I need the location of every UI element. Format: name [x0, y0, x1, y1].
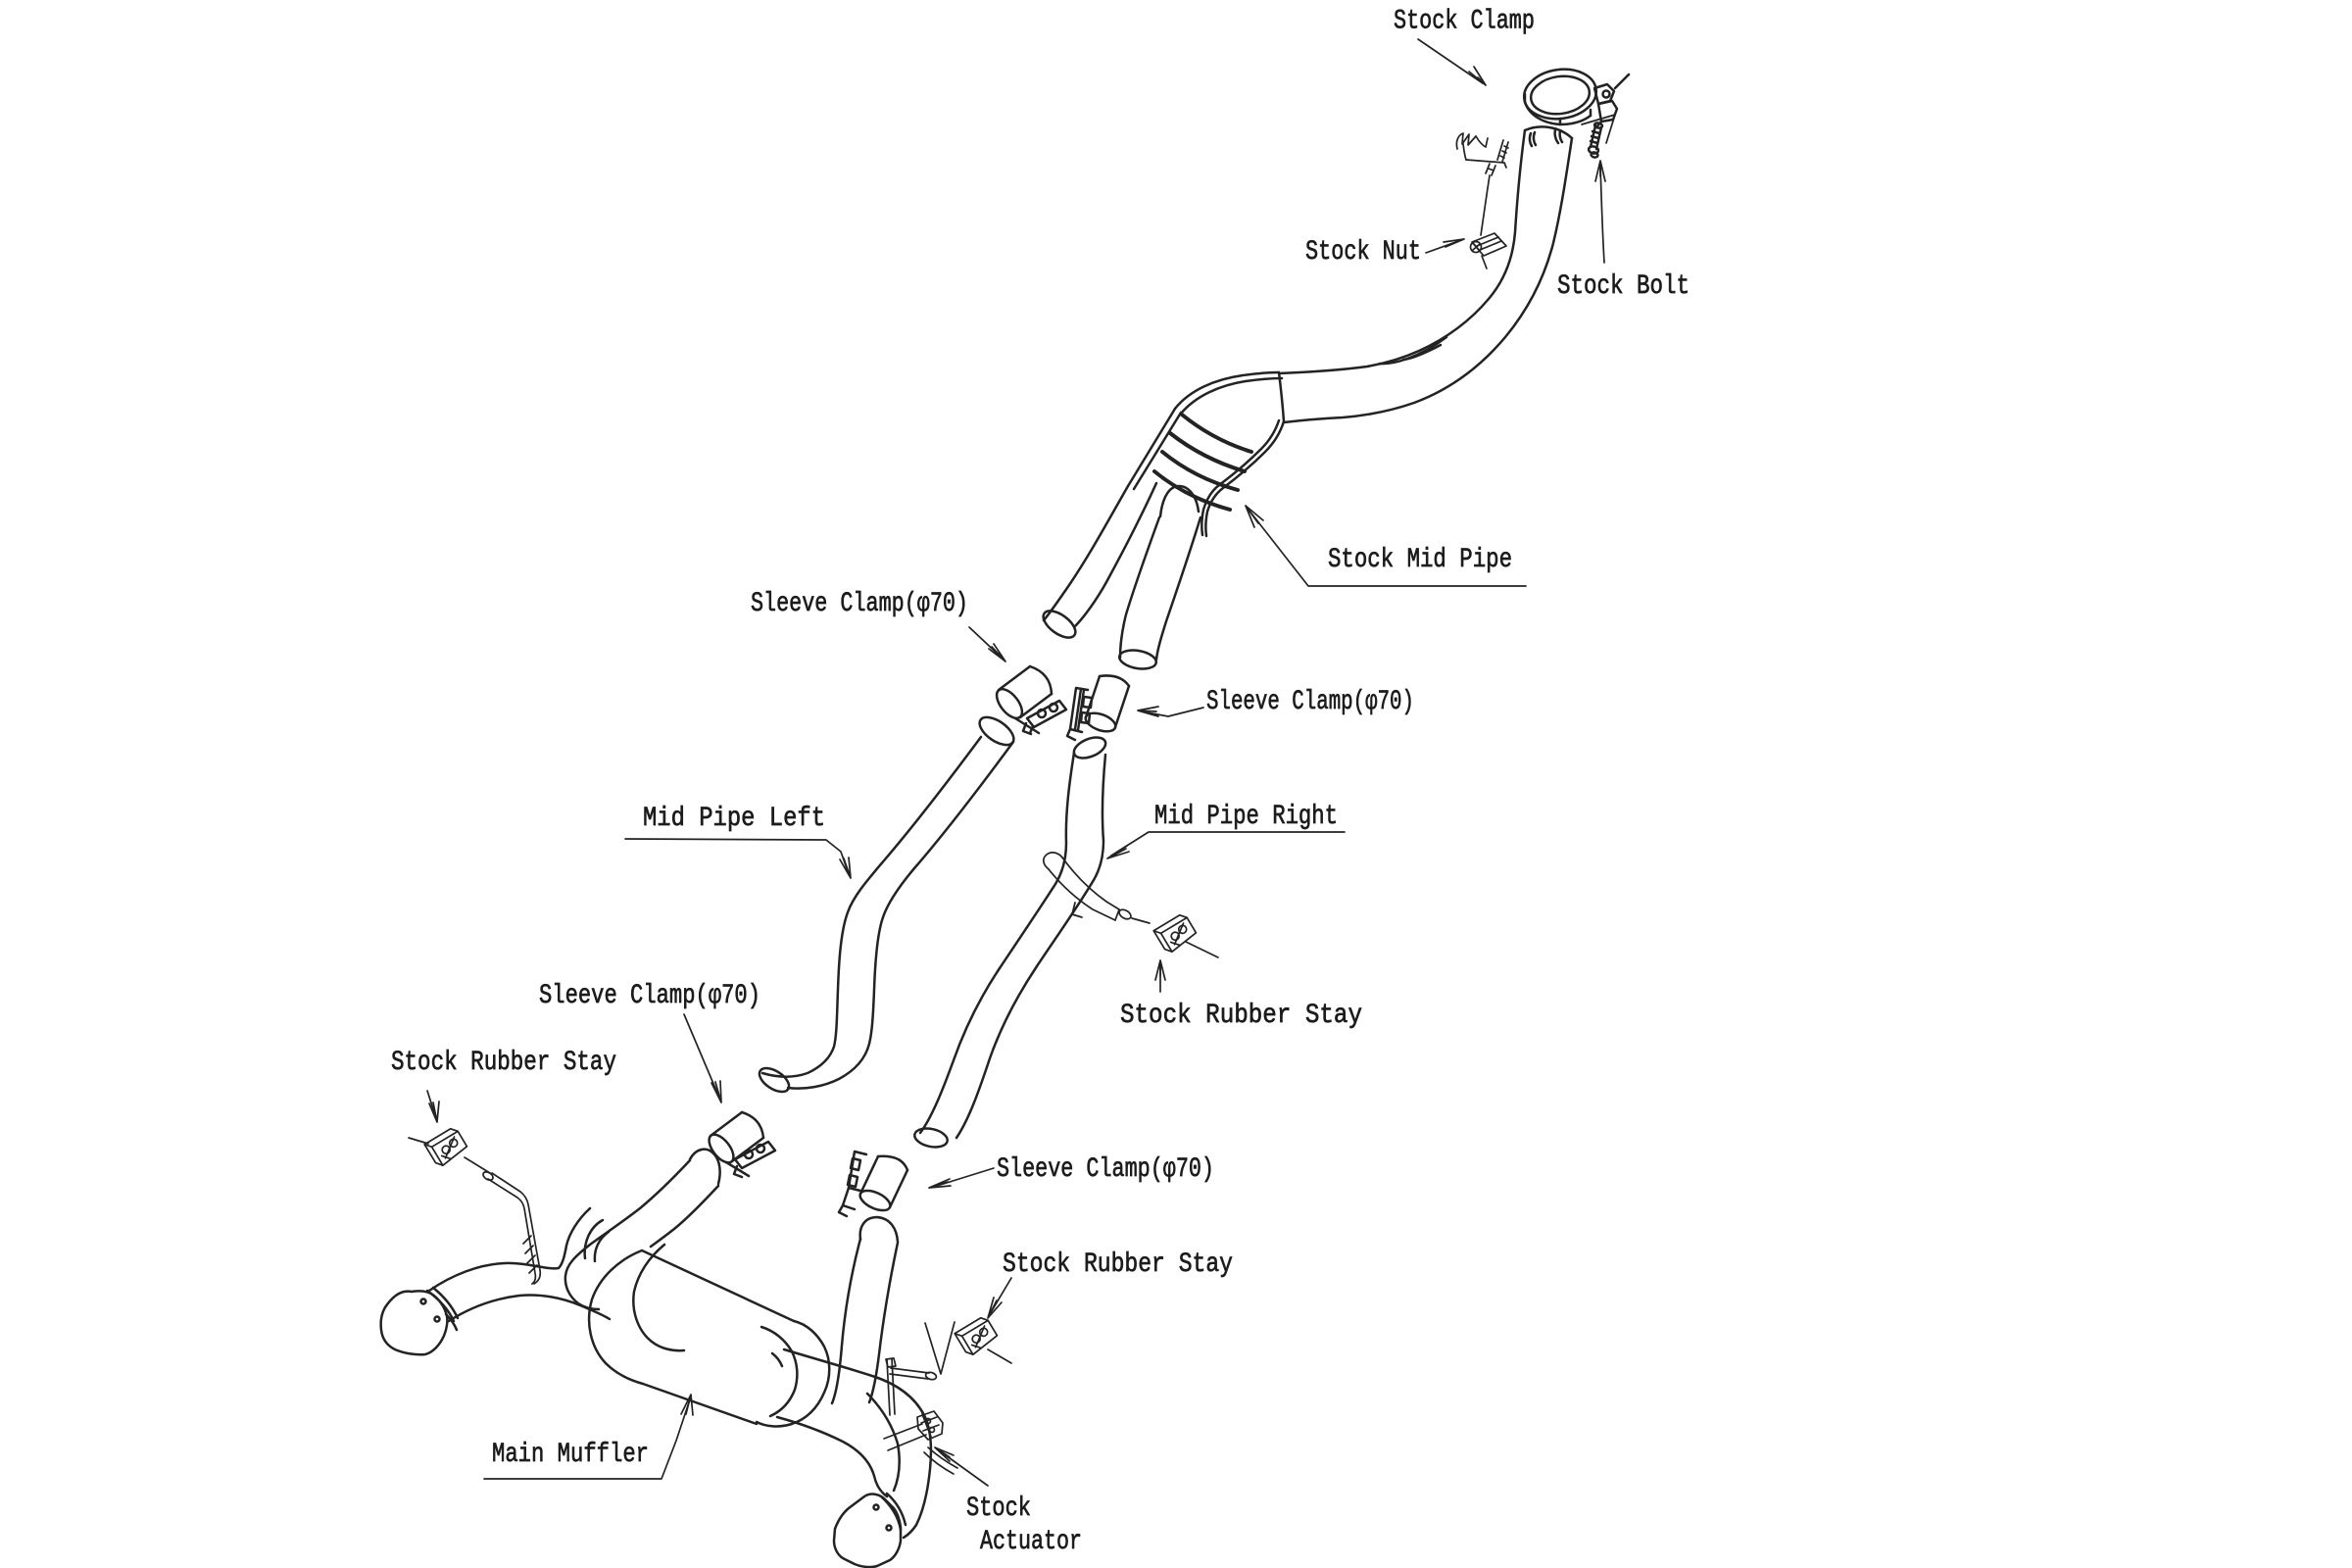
svg-text:Sleeve Clamp(φ70): Sleeve Clamp(φ70)	[539, 981, 760, 1011]
svg-text:Mid Pipe Right: Mid Pipe Right	[1154, 802, 1338, 832]
svg-text:Sleeve Clamp(φ70): Sleeve Clamp(φ70)	[751, 589, 968, 619]
svg-text:Stock Rubber Stay: Stock Rubber Stay	[391, 1048, 616, 1078]
svg-text:Stock: Stock	[966, 1494, 1031, 1524]
svg-text:Stock Rubber Stay: Stock Rubber Stay	[1003, 1250, 1233, 1280]
svg-text:Main Muffler: Main Muffler	[492, 1440, 649, 1470]
svg-text:Sleeve Clamp(φ70): Sleeve Clamp(φ70)	[1206, 687, 1414, 717]
svg-text:Sleeve Clamp(φ70): Sleeve Clamp(φ70)	[997, 1154, 1214, 1185]
svg-text:Actuator: Actuator	[980, 1527, 1082, 1557]
svg-text:Stock Nut: Stock Nut	[1305, 237, 1421, 268]
svg-text:Stock Clamp: Stock Clamp	[1394, 7, 1535, 37]
svg-text:Stock Bolt: Stock Bolt	[1557, 271, 1690, 302]
svg-text:Mid Pipe Left: Mid Pipe Left	[643, 804, 825, 834]
svg-text:Stock Mid Pipe: Stock Mid Pipe	[1328, 545, 1512, 575]
svg-text:Stock Rubber Stay: Stock Rubber Stay	[1120, 1001, 1362, 1031]
